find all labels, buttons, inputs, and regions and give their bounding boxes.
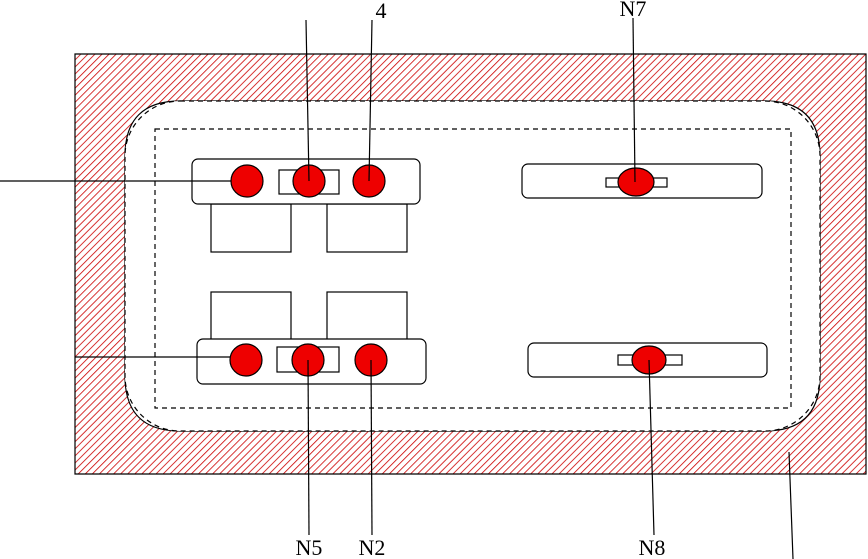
leader-line-4: [368, 19, 373, 182]
hatched-outer-region: [74, 53, 867, 475]
label-4: 4: [376, 0, 387, 23]
leader-line-top-unlabeled: [305, 19, 310, 182]
label-n5: N5: [296, 535, 323, 559]
leader-line-n7: [632, 17, 636, 183]
dashed-inner-rect: [154, 128, 792, 409]
gate-block-bottom-left-b: [326, 291, 408, 341]
leader-line-right-bottom: [788, 451, 794, 559]
gate-block-bottom-left-a: [210, 291, 292, 341]
contact-bottom-left-1: [229, 343, 263, 377]
bottom-left-device-group: [196, 291, 427, 385]
leader-line-n5: [307, 359, 310, 536]
gate-block-top-left-a: [210, 203, 292, 253]
contact-right-top: [617, 167, 655, 197]
leader-line-n2: [370, 359, 373, 536]
label-n8: N8: [639, 535, 666, 559]
label-n7: N7: [620, 0, 647, 21]
leader-line-n8: [648, 359, 655, 536]
right-bottom-device-group: [527, 342, 768, 378]
contact-top-left-1: [230, 164, 264, 198]
right-top-device-group: [521, 163, 763, 199]
top-left-device-group: [191, 158, 421, 253]
gate-block-top-left-b: [326, 203, 408, 253]
label-n2: N2: [359, 535, 386, 559]
leader-lines: [0, 17, 794, 559]
